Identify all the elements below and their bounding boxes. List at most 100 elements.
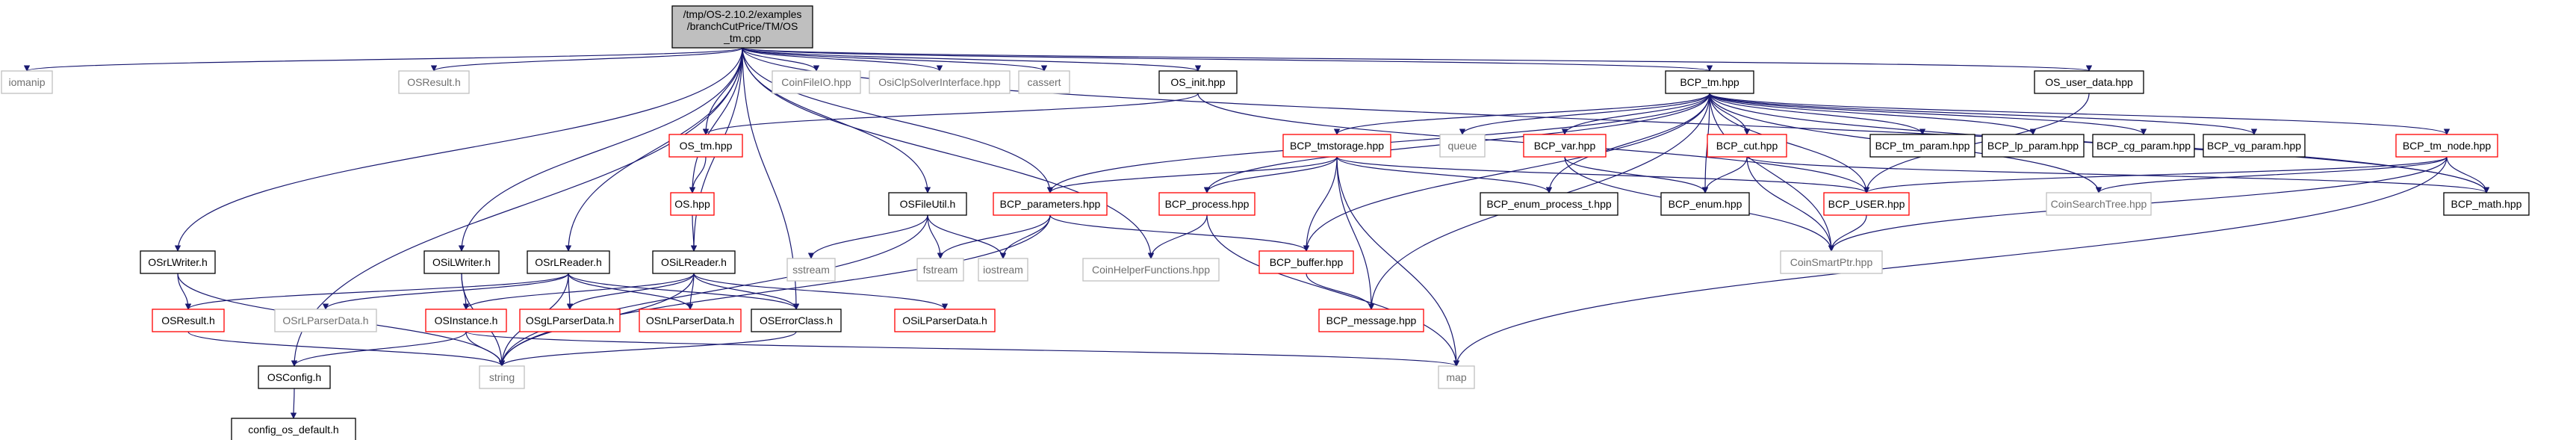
node-bcp_message[interactable]: BCP_message.hpp xyxy=(1318,309,1424,332)
node-osglparserdata-box xyxy=(519,309,621,332)
node-bcp_tm_param-box xyxy=(1869,134,1976,158)
node-bcp_var[interactable]: BCP_var.hpp xyxy=(1523,134,1607,158)
node-bcp_vg_param[interactable]: BCP_vg_param.hpp xyxy=(2203,134,2306,158)
node-queue-label: queue xyxy=(1448,140,1477,152)
node-bcp_enum[interactable]: BCP_enum.hpp xyxy=(1660,192,1750,216)
edge-bcp_parameters-to-bcp_buffer xyxy=(1049,214,1310,252)
node-osilparserdata[interactable]: OSiLParserData.h xyxy=(894,309,996,332)
node-bcp_lp_param[interactable]: BCP_lp_param.hpp xyxy=(1981,134,2085,158)
node-osnlparserdata[interactable]: OSnLParserData.h xyxy=(639,309,742,332)
node-osrlreader[interactable]: OSrLReader.h xyxy=(527,250,610,274)
node-bcp_tm_node-label: BCP_tm_node.hpp xyxy=(2403,140,2492,152)
node-osrlparserdata: OSrLParserData.h xyxy=(274,309,377,332)
edge-bcp_cut-to-bcp_enum xyxy=(1701,156,1748,193)
edge-root-to-osconfig xyxy=(291,47,743,367)
edge-root-to-osrlwriter xyxy=(174,47,743,252)
node-bcp_enum-label: BCP_enum.hpp xyxy=(1669,198,1742,210)
node-coinsearchtree-box xyxy=(2046,192,2152,216)
node-osrlwriter[interactable]: OSrLWriter.h xyxy=(140,250,216,274)
node-cassert-label: cassert xyxy=(1027,76,1061,88)
node-osfileutil[interactable]: OSFileUtil.h xyxy=(888,192,967,216)
node-osilparserdata-label: OSiLParserData.h xyxy=(902,314,987,326)
node-bcp_message-box xyxy=(1318,309,1424,332)
node-bcp_tm_param[interactable]: BCP_tm_param.hpp xyxy=(1869,134,1976,158)
edge-os_init-to-os_tm xyxy=(702,93,1199,135)
node-os_init[interactable]: OS_init.hpp xyxy=(1158,70,1238,94)
edge-root-to-coinhelper xyxy=(742,47,1155,259)
node-coinsmartptr-box xyxy=(1780,250,1883,274)
node-bcp_math-label: BCP_math.hpp xyxy=(2451,198,2522,210)
edge-root-to-bcp_tm xyxy=(742,47,1713,72)
edge-osrlreader-to-osglparserdata xyxy=(566,273,574,310)
edge-bcp_tm-to-bcp_enum_process_t xyxy=(1545,93,1710,193)
node-coinhelper-label: CoinHelperFunctions.hpp xyxy=(1092,264,1210,276)
node-bcp_tm-label: BCP_tm.hpp xyxy=(1680,76,1739,88)
node-bcp_tm[interactable]: BCP_tm.hpp xyxy=(1665,70,1754,94)
node-osglparserdata[interactable]: OSgLParserData.h xyxy=(519,309,621,332)
node-bcp_enum_process_t[interactable]: BCP_enum_process_t.hpp xyxy=(1480,192,1618,216)
node-os_hpp-label: OS.hpp xyxy=(674,198,710,210)
node-osnlparserdata-label: OSnLParserData.h xyxy=(646,314,734,326)
edge-bcp_var-to-bcp_enum xyxy=(1564,156,1709,193)
edge-os_hpp-to-osilreader xyxy=(690,214,698,252)
edge-bcp_tmstorage-to-bcp_message xyxy=(1336,156,1375,310)
node-bcp_cg_param[interactable]: BCP_cg_param.hpp xyxy=(2092,134,2195,158)
edge-bcp_tm-to-bcp_tmstorage xyxy=(1333,93,1710,135)
node-osinstance[interactable]: OSInstance.h xyxy=(425,309,507,332)
node-bcp_math[interactable]: BCP_math.hpp xyxy=(2443,192,2530,216)
node-osresult_h-label: OSResult.h xyxy=(161,314,215,326)
node-bcp_cut-box xyxy=(1707,134,1787,158)
node-os_user_data[interactable]: OS_user_data.hpp xyxy=(2034,70,2144,94)
node-bcp_parameters-box xyxy=(993,192,1108,216)
edge-bcp_tm-to-bcp_buffer xyxy=(1303,93,1710,252)
node-osilreader-label: OSiLReader.h xyxy=(661,256,727,268)
edge-bcp_tm-to-bcp_lp_param xyxy=(1709,93,2037,135)
node-string: string xyxy=(479,365,525,389)
node-osilreader[interactable]: OSiLReader.h xyxy=(652,250,736,274)
node-oserrorclass-label: OSErrorClass.h xyxy=(760,314,833,326)
node-bcp_tm-box xyxy=(1665,70,1754,94)
edge-bcp_buffer-to-bcp_message xyxy=(1306,273,1375,310)
node-bcp_user[interactable]: BCP_USER.hpp xyxy=(1823,192,1910,216)
node-config_os_default[interactable]: config_os_default.h xyxy=(231,418,356,440)
node-oserrorclass[interactable]: OSErrorClass.h xyxy=(751,309,842,332)
node-iomanip-box xyxy=(1,70,53,94)
edge-bcp_tm-to-coinsmartptr xyxy=(1709,93,1835,252)
edge-osilreader-to-oserrorclass xyxy=(693,273,800,310)
edge-bcp_tmstorage-to-map xyxy=(1336,156,1460,367)
node-bcp_parameters[interactable]: BCP_parameters.hpp xyxy=(993,192,1108,216)
edge-root-to-osrlreader xyxy=(565,47,743,252)
node-bcp_process-label: BCP_process.hpp xyxy=(1165,198,1250,210)
node-osresult_h[interactable]: OSResult.h xyxy=(152,309,225,332)
edge-osinstance-to-map xyxy=(465,331,1459,367)
node-bcp_tm_node[interactable]: BCP_tm_node.hpp xyxy=(2395,134,2498,158)
node-bcp_tmstorage-label: BCP_tmstorage.hpp xyxy=(1290,140,1384,152)
edge-bcp_cut-to-bcp_math xyxy=(1746,156,2489,193)
node-root-box xyxy=(671,5,813,49)
node-bcp_cg_param-label: BCP_cg_param.hpp xyxy=(2097,140,2191,152)
node-osrlparserdata-label: OSrLParserData.h xyxy=(282,314,368,326)
edge-bcp_tm_node-to-bcp_math xyxy=(2446,156,2490,193)
node-iostream-box xyxy=(978,258,1028,282)
node-bcp_var-box xyxy=(1523,134,1607,158)
node-osilwriter[interactable]: OSiLWriter.h xyxy=(423,250,500,274)
edge-bcp_tm-to-bcp_tm_param xyxy=(1709,93,1926,135)
node-osconfig[interactable]: OSConfig.h xyxy=(258,365,331,389)
node-bcp_message-label: BCP_message.hpp xyxy=(1326,314,1417,326)
node-osconfig-box xyxy=(258,365,331,389)
node-os_hpp[interactable]: OS.hpp xyxy=(670,192,715,216)
node-root-source-file[interactable]: /tmp/OS-2.10.2/examples/branchCutPrice/T… xyxy=(671,5,813,49)
edge-root-to-osresult_h_top xyxy=(431,47,743,72)
node-coinfileio-box xyxy=(772,70,861,94)
node-sstream-box xyxy=(786,258,836,282)
node-bcp_process[interactable]: BCP_process.hpp xyxy=(1158,192,1256,216)
edge-bcp_tm-to-bcp_user xyxy=(1709,93,1870,193)
node-coinfileio: CoinFileIO.hpp xyxy=(772,70,861,94)
node-bcp_cut[interactable]: BCP_cut.hpp xyxy=(1707,134,1787,158)
node-osrlreader-label: OSrLReader.h xyxy=(535,256,602,268)
node-os_tm[interactable]: OS_tm.hpp xyxy=(668,134,743,158)
edge-root-to-iomanip xyxy=(24,47,743,72)
node-bcp_tmstorage[interactable]: BCP_tmstorage.hpp xyxy=(1282,134,1391,158)
node-bcp_buffer[interactable]: BCP_buffer.hpp xyxy=(1258,250,1354,274)
node-bcp_parameters-label: BCP_parameters.hpp xyxy=(1000,198,1101,210)
